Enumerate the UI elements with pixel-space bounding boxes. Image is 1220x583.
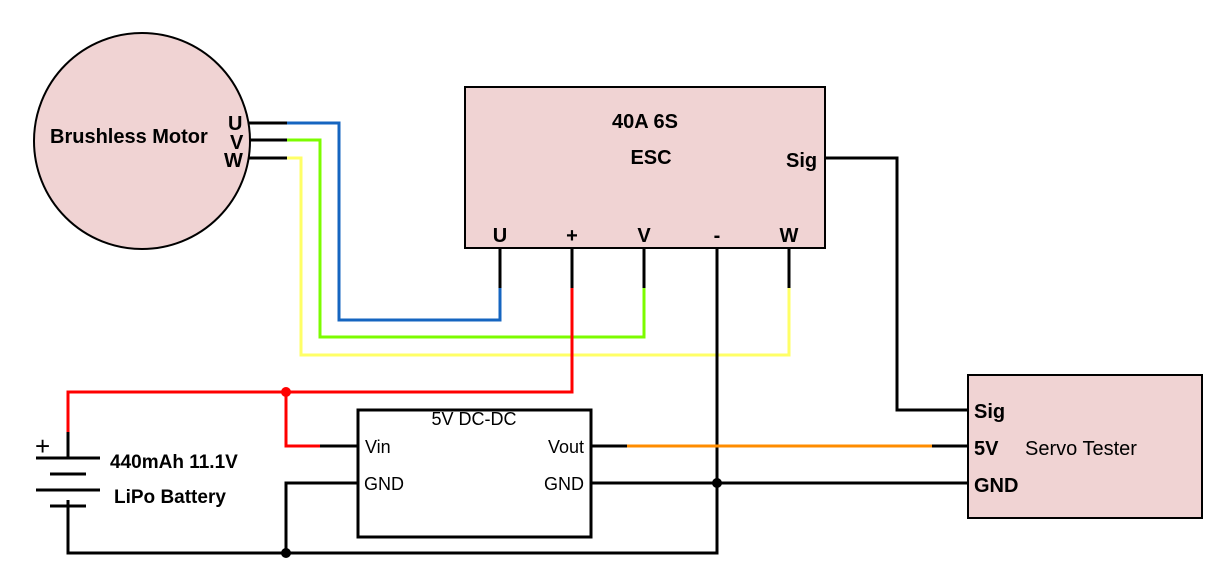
esc-sig-label: Sig	[786, 150, 817, 172]
positive-junction	[281, 387, 291, 397]
ground-junction-bottom	[281, 548, 291, 558]
positive-wire	[66, 287, 574, 432]
battery-icon	[36, 432, 100, 553]
esc-pin-minus: -	[714, 225, 721, 247]
motor-pin-w: W	[224, 150, 243, 172]
servo-5v-label: 5V	[974, 438, 999, 460]
dcdc-vin: Vin	[365, 437, 391, 457]
v-phase-wire	[248, 138, 646, 339]
ground-wire-dcdc-in	[284, 481, 358, 553]
brushless-motor	[33, 32, 251, 250]
dcdc-title: 5V DC-DC	[431, 409, 516, 429]
battery-capacity-label: 440mAh 11.1V	[110, 452, 238, 473]
battery-type-label: LiPo Battery	[114, 487, 226, 508]
u-phase-wire	[248, 121, 502, 322]
dcdc-box	[356, 408, 593, 539]
motor-pin-v: V	[230, 132, 244, 154]
signal-wire	[826, 156, 968, 412]
vin-wire	[284, 392, 322, 448]
esc-pin-v: V	[637, 225, 651, 247]
motor-pin-u: U	[228, 113, 242, 135]
esc-pin-u: U	[493, 225, 507, 247]
esc-box	[464, 86, 826, 249]
esc-pin-plus: +	[566, 225, 578, 247]
servo-tester-box	[967, 374, 1203, 519]
motor-title: Brushless Motor	[50, 126, 208, 148]
esc-pin-w: W	[780, 225, 799, 247]
esc-rating: 40A 6S	[612, 111, 678, 133]
dcdc-gnd-in: GND	[364, 474, 404, 494]
dcdc-vout: Vout	[548, 437, 584, 457]
servo-sig-label: Sig	[974, 401, 1005, 423]
battery-plus-sign: +	[35, 431, 50, 461]
servo-tester-title: Servo Tester	[1025, 438, 1137, 460]
esc-label: ESC	[630, 147, 671, 169]
servo-gnd-label: GND	[974, 475, 1018, 497]
dcdc-gnd-out: GND	[544, 474, 584, 494]
ground-junction-right	[712, 478, 722, 488]
